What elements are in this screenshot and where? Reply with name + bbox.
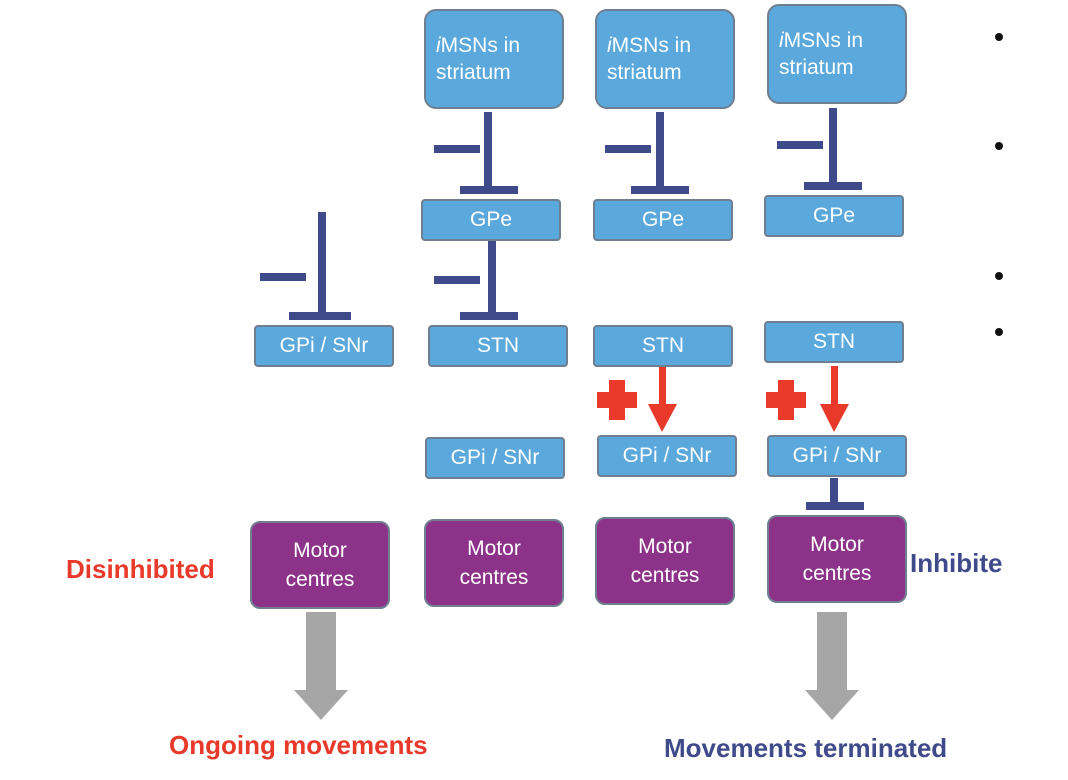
inhibitory-connector — [434, 112, 518, 194]
inhibitory-connector — [777, 108, 862, 190]
excitatory-arrow — [648, 366, 677, 432]
output-arrow — [805, 612, 859, 720]
bullet-point — [995, 33, 1003, 41]
inhibitory-connector — [605, 112, 689, 194]
stn-box: STN — [593, 325, 733, 367]
disinhibited-label: Disinhibited — [66, 554, 215, 584]
bullet-point — [995, 142, 1003, 150]
gpe-box: GPe — [764, 195, 904, 237]
bullet-point — [995, 272, 1003, 280]
excitatory-arrow — [820, 366, 849, 432]
inhibitory-connector — [260, 212, 351, 320]
gpi-snr-box: GPi / SNr — [254, 325, 394, 367]
gpe-box: GPe — [421, 199, 561, 241]
gpe-box: GPe — [593, 199, 733, 241]
gpi-snr-box: GPi / SNr — [767, 435, 907, 477]
output-arrow — [294, 612, 348, 720]
gpi-snr-box: GPi / SNr — [597, 435, 737, 477]
ongoing-movements-label: Ongoing movements — [169, 730, 428, 760]
inhibitory-connector — [434, 240, 518, 320]
plus-icon — [597, 380, 637, 420]
movements-terminated-label: Movements terminated — [664, 733, 948, 763]
stn-box: STN — [428, 325, 568, 367]
bullet-point — [995, 328, 1003, 336]
plus-icon — [766, 380, 806, 420]
stn-box: STN — [764, 321, 904, 363]
inhibited-label: Inhibite — [910, 548, 1003, 578]
inhibitory-connector — [806, 478, 864, 510]
gpi-snr-box: GPi / SNr — [425, 437, 565, 479]
